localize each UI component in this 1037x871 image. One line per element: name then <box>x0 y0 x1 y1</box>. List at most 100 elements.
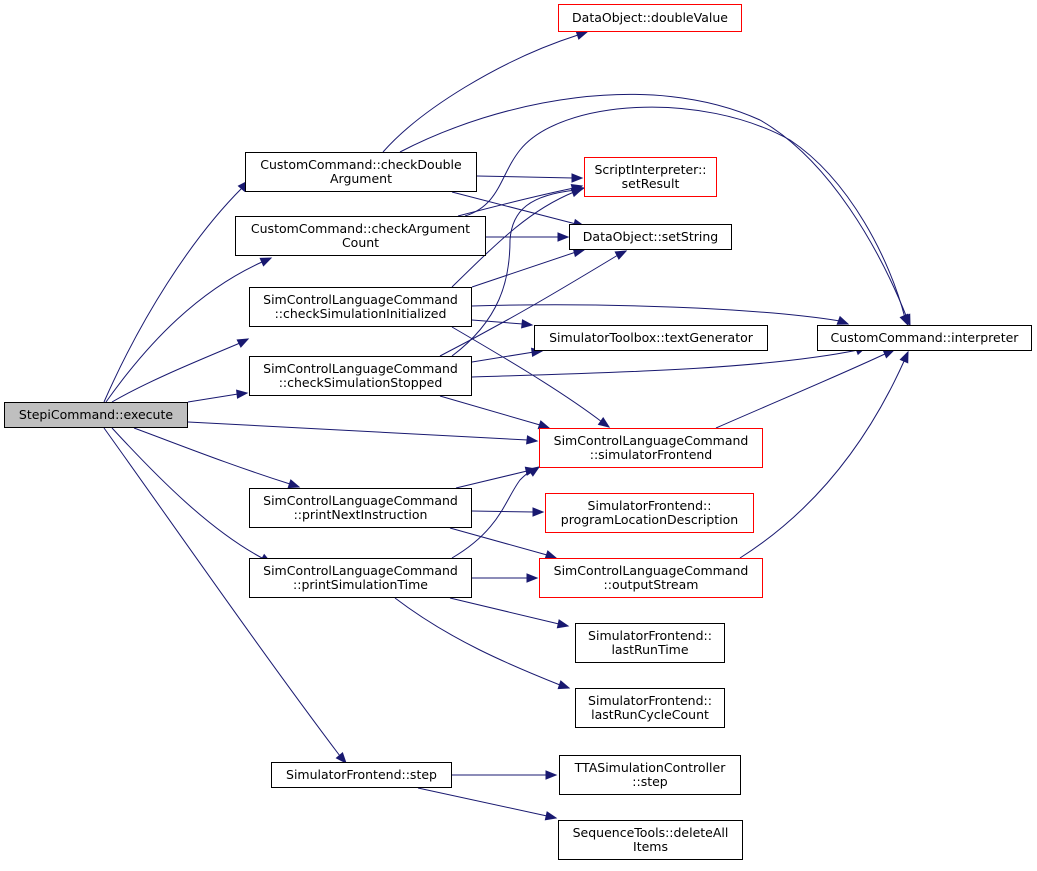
arrowhead <box>236 338 250 348</box>
arrowhead <box>899 350 909 364</box>
node-label: Items <box>633 839 668 854</box>
call-edge <box>471 350 543 363</box>
node-last-run-cycle-count[interactable]: SimulatorFrontend:: lastRunCycleCount <box>575 688 725 728</box>
call-edge <box>417 787 557 819</box>
node-simulator-toolbox-text-generator[interactable]: SimulatorToolbox::textGenerator <box>534 325 768 351</box>
call-edge <box>464 106 909 326</box>
arrowhead <box>236 389 249 399</box>
node-print-next-instruction[interactable]: SimControlLanguageCommand ::printNextIns… <box>249 488 472 528</box>
node-label: Count <box>341 235 380 250</box>
node-label: ::step <box>632 774 668 789</box>
node-print-simulation-time[interactable]: SimControlLanguageCommand ::printSimulat… <box>249 558 472 598</box>
node-check-simulation-stopped[interactable]: SimControlLanguageCommand ::checkSimulat… <box>249 356 472 396</box>
call-edge <box>471 346 867 378</box>
call-edge <box>382 31 588 153</box>
node-custom-command-interpreter[interactable]: CustomCommand::interpreter <box>817 325 1032 351</box>
node-label: SimControlLanguageCommand <box>263 292 458 307</box>
arrowhead <box>557 680 571 690</box>
arrowhead <box>836 315 850 325</box>
arrowhead <box>526 435 539 445</box>
node-tta-simulation-controller-step[interactable]: TTASimulationController ::step <box>559 755 741 795</box>
node-label: CustomCommand::interpreter <box>830 330 1019 345</box>
call-edge <box>439 250 627 357</box>
call-edge <box>455 468 537 489</box>
call-edge <box>451 187 585 357</box>
call-edge <box>715 349 895 429</box>
node-label: CustomCommand::checkArgument <box>250 221 471 236</box>
node-label: ::checkSimulationInitialized <box>274 306 447 321</box>
node-label: SimControlLanguageCommand <box>263 361 458 376</box>
node-script-interpreter-set-result[interactable]: ScriptInterpreter:: setResult <box>584 157 717 197</box>
node-label: SimulatorToolbox::textGenerator <box>549 330 753 345</box>
node-check-argument-count[interactable]: CustomCommand::checkArgument Count <box>235 216 486 256</box>
node-label: lastRunCycleCount <box>591 707 709 722</box>
arrowhead <box>287 479 301 489</box>
call-edge <box>439 395 550 429</box>
node-check-simulation-initialized[interactable]: SimControlLanguageCommand ::checkSimulat… <box>249 287 472 327</box>
arrowhead <box>882 349 896 359</box>
node-label: Argument <box>329 171 393 186</box>
arrowhead <box>532 507 545 517</box>
arrowhead <box>899 313 909 327</box>
node-label: SimulatorFrontend::step <box>286 767 437 782</box>
node-label: SimControlLanguageCommand <box>553 563 749 578</box>
node-check-double-argument[interactable]: CustomCommand::checkDouble Argument <box>245 152 477 192</box>
call-edge <box>103 427 347 764</box>
node-label: CustomCommand::checkDouble <box>260 157 462 172</box>
node-label: SequenceTools::deleteAll <box>572 825 729 840</box>
call-edge <box>451 188 583 288</box>
node-data-object-set-string[interactable]: DataObject::setString <box>569 224 732 250</box>
node-label: setResult <box>621 176 680 191</box>
call-edge <box>133 427 300 488</box>
arrowhead <box>614 250 628 260</box>
node-label: ::checkSimulationStopped <box>278 375 443 390</box>
arrowhead <box>571 173 584 183</box>
node-data-object-double-value[interactable]: DataObject::doubleValue <box>558 4 742 32</box>
call-edge <box>739 351 909 559</box>
call-edge <box>476 175 582 179</box>
node-label: DataObject::doubleValue <box>572 10 728 25</box>
arrowhead <box>335 751 347 765</box>
node-label: ::simulatorFrontend <box>589 447 713 462</box>
node-sequence-tools-delete-all-items[interactable]: SequenceTools::deleteAll Items <box>558 820 743 860</box>
arrowhead <box>526 573 539 583</box>
node-label: ScriptInterpreter:: <box>594 162 707 177</box>
node-label: programLocationDescription <box>560 512 739 527</box>
node-label: SimulatorFrontend:: <box>587 498 712 513</box>
arrowhead <box>572 185 586 196</box>
node-simulator-frontend-step[interactable]: SimulatorFrontend::step <box>271 762 452 788</box>
call-edge <box>471 249 585 288</box>
call-edge <box>471 510 543 513</box>
node-simulator-frontend-accessor[interactable]: SimControlLanguageCommand ::simulatorFro… <box>539 428 763 468</box>
call-edge <box>105 257 272 403</box>
node-label: SimulatorFrontend:: <box>588 628 712 643</box>
call-edge <box>449 527 557 559</box>
node-label: StepiCommand::execute <box>18 407 174 422</box>
node-program-location-description[interactable]: SimulatorFrontend:: programLocationDescr… <box>545 493 754 533</box>
call-edge <box>111 338 249 403</box>
call-edge <box>449 597 569 627</box>
node-label: SimControlLanguageCommand <box>263 563 458 578</box>
node-label: SimControlLanguageCommand <box>263 493 458 508</box>
arrowhead <box>527 466 541 477</box>
node-label: ::outputStream <box>603 577 699 592</box>
arrowhead <box>597 417 611 428</box>
call-edge <box>399 93 911 326</box>
node-stepi-command-execute: StepiCommand::execute <box>4 402 188 428</box>
call-edge <box>187 421 538 442</box>
node-label: lastRunTime <box>611 642 689 657</box>
call-edge <box>471 304 849 325</box>
call-edge <box>451 326 610 428</box>
node-label: ::printSimulationTime <box>293 577 428 592</box>
call-edge <box>394 597 570 689</box>
node-label: SimControlLanguageCommand <box>553 433 749 448</box>
call-edge <box>111 427 272 564</box>
node-output-stream[interactable]: SimControlLanguageCommand ::outputStream <box>539 558 763 598</box>
arrowhead <box>544 811 558 821</box>
node-label: SimulatorFrontend:: <box>588 693 712 708</box>
node-label: DataObject::setString <box>582 229 719 244</box>
node-last-run-time[interactable]: SimulatorFrontend:: lastRunTime <box>575 623 725 663</box>
arrowhead <box>259 257 273 267</box>
